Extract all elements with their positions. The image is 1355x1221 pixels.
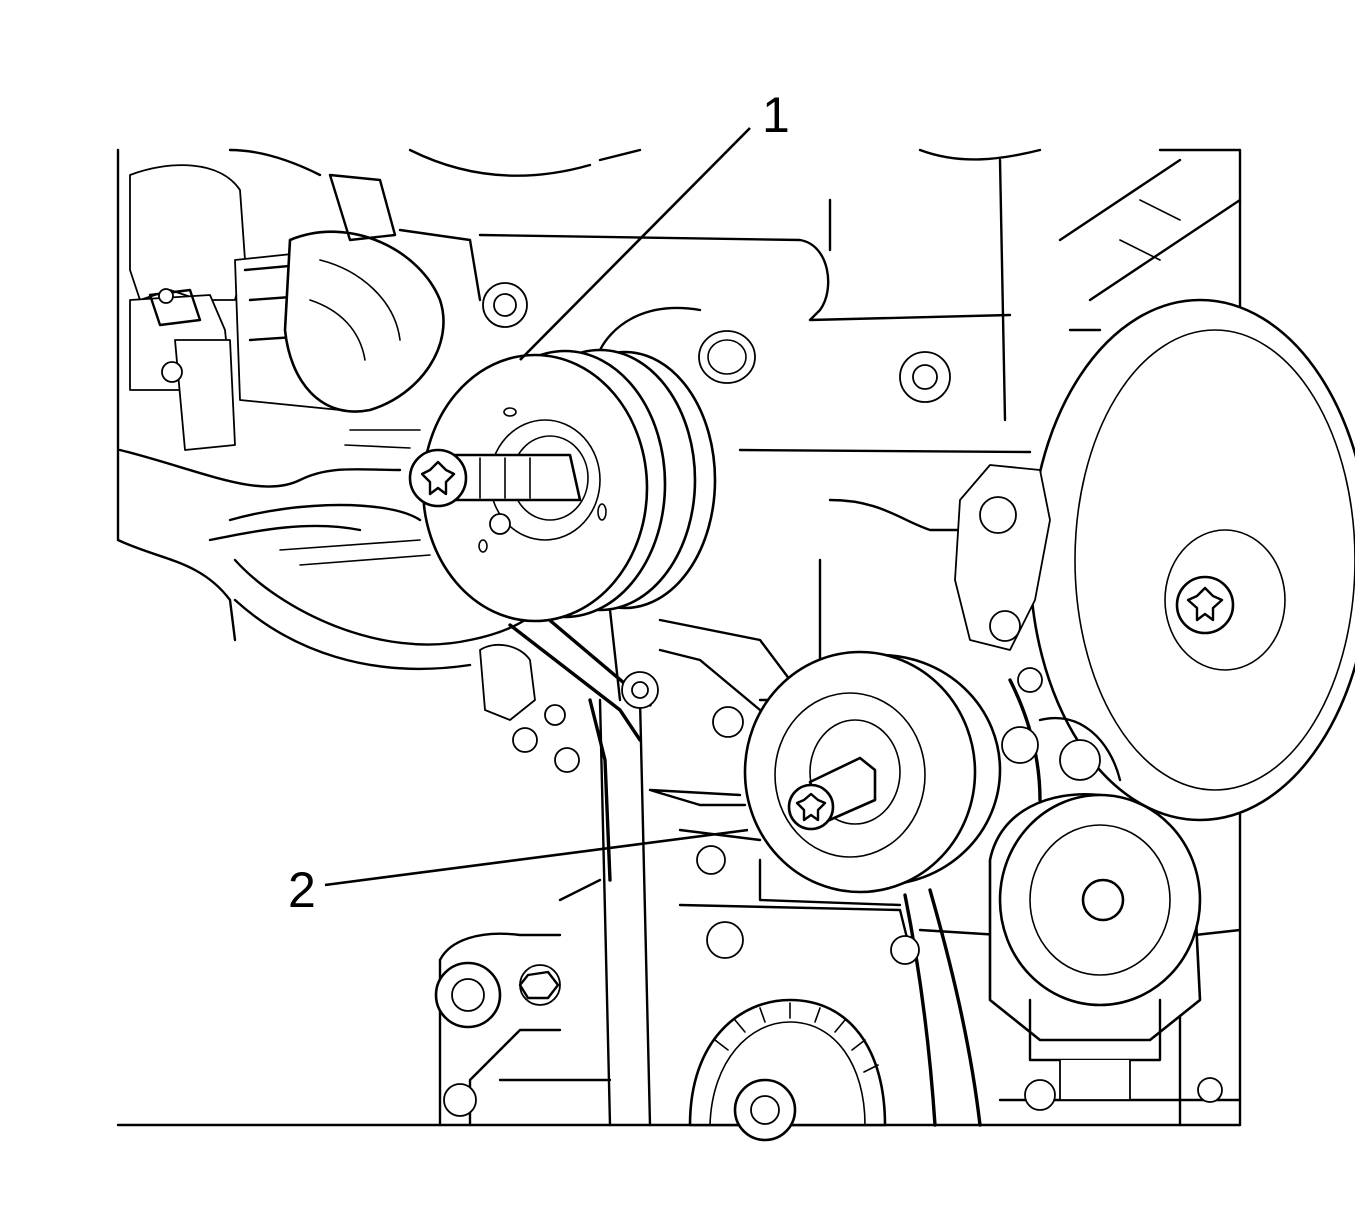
oil-pump-sprocket bbox=[688, 998, 887, 1142]
callout-number-1: 1 bbox=[762, 87, 790, 143]
tensioner-bracket bbox=[954, 464, 1122, 782]
callout-number-2: 2 bbox=[288, 862, 316, 918]
lower-left-bracket bbox=[434, 643, 1223, 1117]
callout-1-leader bbox=[519, 127, 751, 361]
upper-idler-pulley bbox=[408, 348, 717, 623]
crankshaft-pulley bbox=[1028, 298, 1355, 822]
callout-2-leader bbox=[324, 828, 749, 887]
retaining-ring bbox=[698, 330, 951, 403]
water-pump-pulley bbox=[988, 792, 1202, 1101]
lower-idler-pulley bbox=[743, 650, 1002, 894]
upper-left-housing bbox=[118, 164, 562, 671]
